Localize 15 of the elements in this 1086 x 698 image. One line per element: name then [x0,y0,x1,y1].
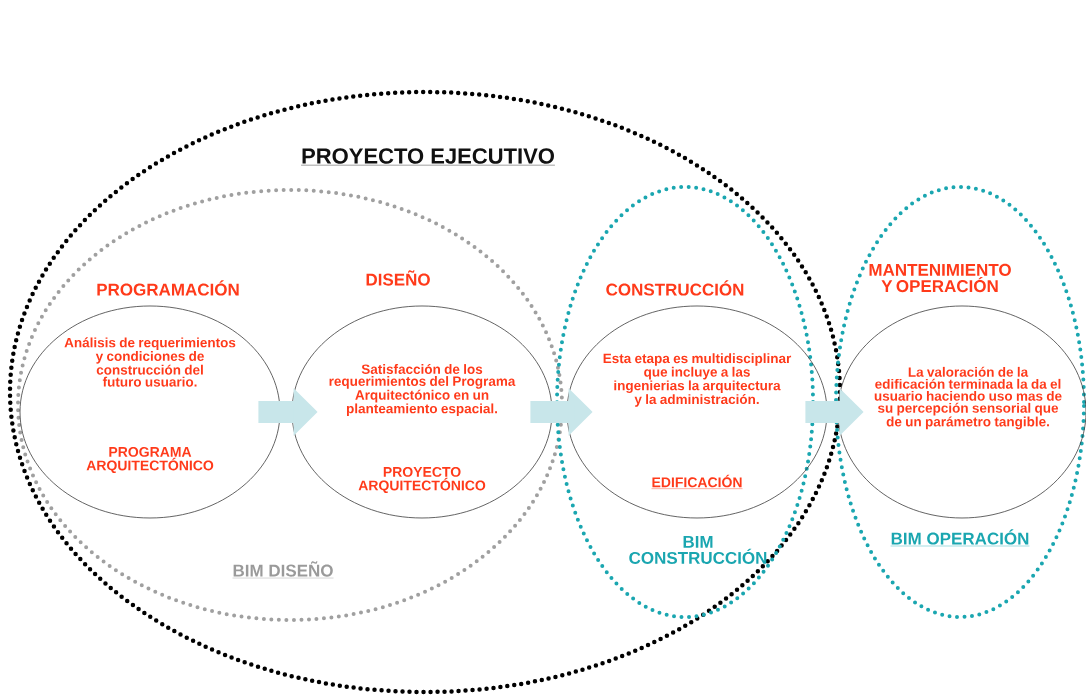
result-label: EDIFICACIÓN [651,474,743,489]
group-label: BIM DISEÑO [232,561,334,579]
group-label: BIM CONSTRUCCIÓN [629,536,767,564]
stage-heading: CONSTRUCCIÓN [606,280,744,296]
stage-heading: MANTENIMIENTO Y OPERACIÓN [869,263,1011,293]
description: Análisis de requerimientos y condiciones de construcción del futuro usuario. [64,337,236,387]
result-label: PROYECTO ARQUITECTÓNICO [358,466,486,494]
description: Satisfacción de los requerimientos del Programa Arquitectónico en un planteamiento espacial. [329,364,516,416]
stage-heading: PROGRAMACIÓN [97,280,239,296]
result-label: PROGRAMA ARQUITECTÓNICO [86,446,214,474]
group-label: BIM OPERACIÓN [890,529,1030,547]
description: Esta etapa es multidisciplinar que incluye a las ingenierias la arquitectura y la administración. [603,353,792,407]
description: La valoración de la edificación terminada la da el usuario haciendo uso mas de su percepción sensorial que de un parámetro tangible. [874,366,1062,430]
stage-heading: DISEÑO [366,270,430,286]
title: PROYECTO EJECUTIVO [300,148,556,166]
